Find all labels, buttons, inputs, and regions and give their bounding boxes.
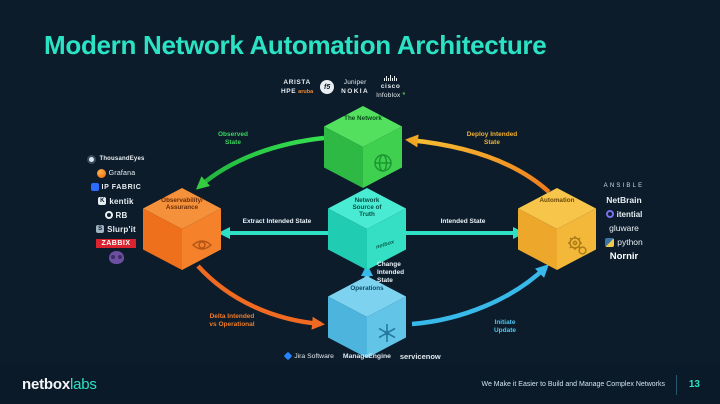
ansible-logo: ANSIBLE [603,183,645,189]
slurpit-icon: S [96,225,105,233]
vendor-col-arista-hpe: ARISTA HPE aruba [281,79,313,95]
page-number: 13 [688,379,700,390]
cube-operations: Operations [328,276,406,358]
cube-the-network: The Network [324,106,402,188]
kentik-logo: K kentik [98,196,134,206]
operations-asterisk-icon [378,324,396,342]
owl-logo [108,250,124,264]
cube-source-of-truth-label: Network Source of Truth [352,197,382,219]
observability-vendor-logos: ThousandEyes Grafana IP FABRIC K kentik … [84,154,148,264]
thousandeyes-icon [87,154,97,164]
nokia-logo: NOKIA [341,88,370,95]
itential-logo: itential [605,209,642,219]
zabbix-logo: ZABBIX [96,238,136,248]
arrow-initiate-update [411,264,549,327]
itential-icon [605,210,614,218]
itsm-vendor-logos: Jira Software ManageEngine servicenow [258,351,468,361]
label-observed-state: Observed State [218,131,248,147]
purple-owl-icon [108,250,124,264]
python-logo: python [605,237,643,247]
zabbix-red-badge: ZABBIX [96,238,136,248]
footer-tagline: We Make it Easier to Build and Manage Co… [481,381,665,388]
python-icon [605,237,615,247]
network-vendor-logos: ARISTA HPE aruba f5 Juniper NOKIA cisco … [281,75,405,99]
ipfabric-icon [90,183,99,191]
brand-labs-text: labs [69,376,97,393]
slurpit-logo: S Slurp'it [96,224,136,234]
jira-logo: Jira Software [284,351,334,361]
infoblox-logo-text: Infoblox [376,92,401,99]
infoblox-logo: Infoblox * [376,92,405,99]
page-title: Modern Network Automation Architecture [44,30,547,60]
nornir-logo: Nornir [609,250,639,262]
jira-diamond-icon [284,351,293,361]
label-extract-intended-state: Extract Intended State [242,218,312,225]
orb-logo: RB [104,210,128,220]
kentik-icon: K [98,197,107,205]
gears-icon [568,236,587,255]
vendor-col-cisco-infoblox: cisco Infoblox * [376,75,405,99]
hpe-logo-text: HPE [281,88,297,95]
cube-network-source-of-truth: Network Source of Truth netbox [328,188,406,270]
cube-the-network-label: The Network [344,115,382,122]
hpe-aruba-logo: HPE aruba [281,88,313,95]
label-change-intended-state: Change Intended State [377,261,405,285]
footer-band [0,364,720,404]
cube-operations-label: Operations [350,285,384,292]
aruba-logo-text: aruba [298,89,314,95]
label-initiate-update: Initiate Update [493,319,517,335]
globe-icon [374,154,392,172]
grafana-icon [96,168,106,178]
grafana-logo: Grafana [96,168,136,178]
cisco-bars-icon [384,75,398,81]
automation-vendor-logos: ANSIBLE NetBrain itential gluware python… [586,181,662,262]
cube-observability-label: Observability/ Assurance [161,197,203,212]
ipfabric-logo: IP FABRIC [90,182,142,192]
label-delta-intended-vs-operational: Delta Intended vs Operational [209,313,255,329]
brand-netbox-text: netbox [22,376,70,393]
cube-automation: Automation [518,188,596,270]
cube-observability-assurance: Observability/ Assurance [143,188,221,270]
manageengine-logo: ManageEngine [342,352,391,360]
cisco-logo: cisco [380,83,401,90]
f5-logo-text: f5 [324,83,331,91]
vendor-col-juniper-nokia: Juniper NOKIA [341,79,369,95]
label-deploy-intended-state: Deploy Intended State [466,131,518,147]
footer-divider [676,375,677,395]
label-intended-state: Intended State [440,218,486,225]
gluware-logo: gluware [609,223,639,233]
netbox-labs-brand: netboxlabs [22,376,97,393]
orb-circle-icon [104,211,113,219]
observability-eye-icon [191,240,213,250]
arrow-deploy-intended-state [405,134,551,194]
cube-automation-label: Automation [539,197,575,204]
infoblox-spark-icon: * [402,92,406,99]
netbrain-logo: NetBrain [606,195,642,205]
f5-logo: f5 [320,80,335,94]
servicenow-logo: servicenow [399,351,441,361]
juniper-logo: Juniper [343,79,367,86]
arista-logo: ARISTA [283,79,311,86]
thousandeyes-logo: ThousandEyes [87,154,144,164]
